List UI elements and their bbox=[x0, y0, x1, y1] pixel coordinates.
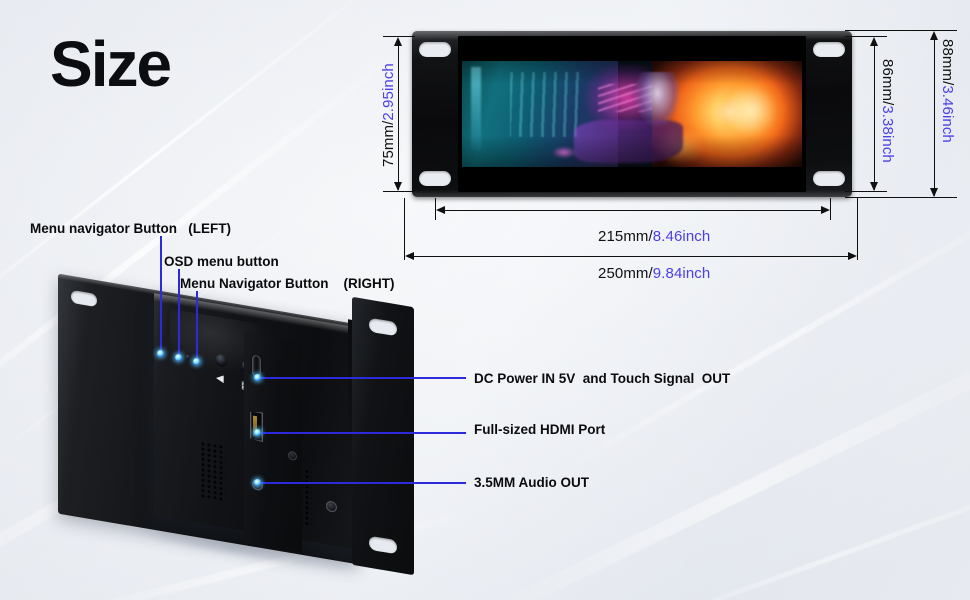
dim-arrow-down-icon bbox=[394, 182, 402, 191]
callout-hdmi-port: Full-sized HDMI Port bbox=[474, 422, 606, 437]
dim-mm-value: 75mm/ bbox=[380, 120, 397, 167]
mounting-slot-icon bbox=[369, 535, 397, 555]
dim-ext-line bbox=[383, 191, 415, 193]
dim-line-height-inner bbox=[874, 40, 876, 190]
dim-line-height-outer bbox=[934, 34, 936, 196]
dim-arrow-left-icon bbox=[405, 252, 414, 260]
dim-label-height-panel: 75mm/2.95inch bbox=[380, 63, 397, 167]
dim-ext-line bbox=[830, 198, 832, 220]
mounting-slot-icon bbox=[419, 171, 451, 186]
dim-arrow-left-icon bbox=[436, 206, 445, 214]
leader-line bbox=[258, 482, 466, 484]
dim-ext-line bbox=[435, 198, 437, 220]
callout-marker-dot bbox=[254, 429, 261, 436]
leader-line bbox=[258, 432, 466, 434]
leader-line bbox=[160, 236, 162, 350]
callout-marker-dot bbox=[254, 479, 261, 486]
hdmi-port-icon bbox=[250, 410, 263, 442]
callout-menu-navigator-left: Menu navigator Button (LEFT) bbox=[30, 221, 231, 236]
page-title: Size bbox=[50, 28, 172, 100]
mounting-slot-icon bbox=[419, 42, 451, 57]
dim-ext-line bbox=[845, 36, 887, 38]
dim-inch-value: 2.95inch bbox=[380, 63, 397, 121]
dim-mm-value: 215mm/ bbox=[598, 228, 653, 245]
callout-dc-power-touch: DC Power IN 5V and Touch Signal OUT bbox=[474, 371, 731, 386]
dim-ext-line bbox=[857, 198, 859, 260]
callout-marker-dot bbox=[193, 358, 200, 365]
dim-arrow-up-icon bbox=[930, 31, 938, 40]
monitor-rear-view: ◀ ▤ ▶ DC5V-TH HDMI bbox=[52, 273, 472, 587]
dim-arrow-right-icon bbox=[848, 252, 857, 260]
mounting-slot-icon bbox=[71, 289, 97, 308]
leader-line bbox=[258, 377, 466, 379]
indicator-led bbox=[186, 354, 190, 360]
dim-line-width-outer bbox=[408, 256, 854, 258]
dim-ext-line bbox=[845, 30, 957, 32]
display-screen bbox=[458, 36, 806, 192]
dim-label-width-inner: 215mm/8.46inch bbox=[598, 228, 710, 245]
speaker-grille-left bbox=[200, 440, 226, 504]
dim-line-width-inner bbox=[439, 210, 827, 212]
faceplate-highlight bbox=[412, 31, 852, 40]
mounting-slot-icon bbox=[813, 171, 845, 186]
dim-label-width-outer: 250mm/9.84inch bbox=[598, 265, 710, 282]
dim-ext-line bbox=[845, 197, 957, 199]
mounting-slot-icon bbox=[369, 317, 397, 337]
dim-mm-value: 250mm/ bbox=[598, 265, 653, 282]
leader-line bbox=[178, 269, 180, 355]
faceplate-highlight-bottom bbox=[412, 190, 852, 197]
callout-menu-navigator-right: Menu Navigator Button (RIGHT) bbox=[180, 276, 395, 291]
mounting-slot-icon bbox=[813, 42, 845, 57]
callout-audio-out: 3.5MM Audio OUT bbox=[474, 475, 589, 490]
screen-active-area bbox=[462, 61, 802, 167]
dim-label-height-inner: 86mm/3.38inch bbox=[879, 59, 896, 163]
dim-mm-value: 86mm/ bbox=[879, 59, 896, 106]
dim-arrow-up-icon bbox=[394, 37, 402, 46]
rack-ear-left bbox=[412, 31, 458, 197]
screw-icon bbox=[288, 450, 297, 462]
screen-character bbox=[621, 71, 690, 155]
dim-inch-value: 8.46inch bbox=[652, 228, 711, 245]
dim-arrow-up-icon bbox=[870, 37, 878, 46]
callout-marker-dot bbox=[175, 354, 182, 361]
screen-light-bars bbox=[509, 71, 585, 138]
device-port-face bbox=[244, 331, 302, 553]
screen-vignette bbox=[462, 61, 802, 167]
rack-ear-right bbox=[806, 31, 852, 197]
dim-arrow-down-icon bbox=[870, 182, 878, 191]
callout-osd-menu: OSD menu button bbox=[164, 254, 279, 269]
dim-arrow-down-icon bbox=[930, 188, 938, 197]
dim-inch-value: 3.46inch bbox=[939, 85, 956, 143]
callout-marker-dot bbox=[157, 350, 164, 357]
dim-ext-line bbox=[383, 36, 415, 38]
leader-line bbox=[196, 291, 198, 359]
screen-headlight bbox=[547, 143, 581, 161]
dim-mm-value: 88mm/ bbox=[939, 39, 956, 86]
arrow-left-icon: ◀ bbox=[216, 372, 224, 385]
dim-ext-line bbox=[845, 191, 887, 193]
dim-arrow-right-icon bbox=[821, 206, 830, 214]
dim-line-height-panel bbox=[398, 40, 400, 190]
dim-inch-value: 9.84inch bbox=[652, 265, 711, 282]
monitor-front-view bbox=[412, 31, 852, 197]
rear-rack-ear bbox=[352, 296, 414, 576]
audio-jack-icon bbox=[326, 500, 337, 514]
callout-marker-dot bbox=[254, 374, 261, 381]
screen-fire-core bbox=[706, 73, 796, 148]
dim-label-height-outer: 88mm/3.46inch bbox=[939, 39, 956, 143]
dim-ext-line bbox=[404, 198, 406, 260]
dim-inch-value: 3.38inch bbox=[879, 105, 896, 163]
